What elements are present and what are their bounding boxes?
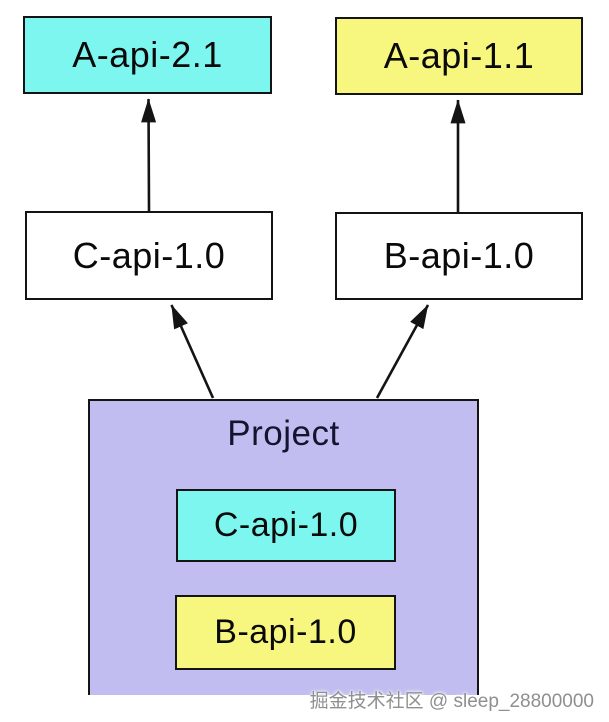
project-container: Project C-api-1.0 B-api-1.0	[88, 399, 479, 695]
project-dependency-c-api-1-0: C-api-1.0	[176, 489, 396, 562]
node-label: A-api-2.1	[72, 34, 223, 75]
node-b-api-1-0: B-api-1.0	[335, 212, 583, 300]
node-a-api-2-1: A-api-2.1	[23, 16, 272, 94]
watermark-text: 掘金技术社区 @ sleep_28800000	[309, 691, 594, 712]
node-a-api-1-1: A-api-1.1	[335, 17, 583, 95]
node-label: B-api-1.0	[214, 613, 357, 651]
arrow-project-to-c-api	[170, 304, 215, 399]
node-label: C-api-1.0	[72, 234, 226, 276]
node-label: C-api-1.0	[213, 506, 359, 544]
node-label: A-api-1.1	[383, 35, 535, 76]
node-label: B-api-1.0	[383, 235, 535, 276]
project-title: Project	[227, 414, 340, 453]
node-c-api-1-0: C-api-1.0	[25, 211, 273, 300]
arrow-c-api-to-a-api-2-1	[141, 98, 157, 212]
arrow-project-to-b-api	[375, 304, 430, 399]
project-dependency-b-api-1-0: B-api-1.0	[175, 595, 396, 670]
